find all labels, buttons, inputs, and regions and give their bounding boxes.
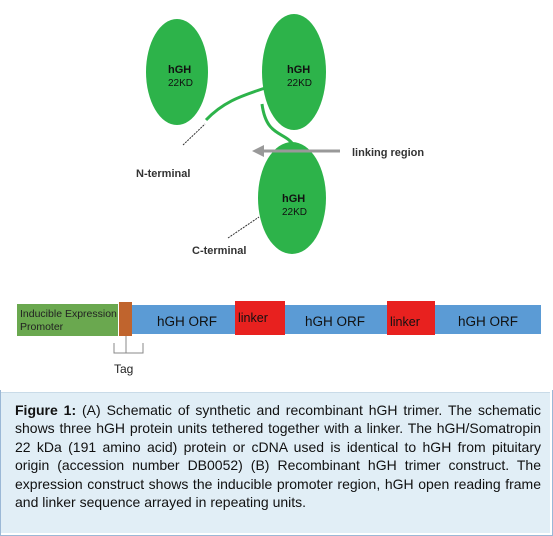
tag-label: Tag	[114, 362, 133, 376]
caption-box: Figure 1: (A) Schematic of synthetic and…	[1, 392, 550, 533]
linker-label-1: linker	[238, 311, 268, 325]
n-terminal-pointer	[182, 123, 206, 146]
linker-label-2: linker	[390, 315, 420, 329]
promoter-label-line1: Inducible Expression	[20, 308, 117, 320]
hgh-unit-3-name: hGH	[282, 193, 305, 205]
caption-text: (A) Schematic of synthetic and recombina…	[15, 402, 541, 511]
orf-label-2: hGH ORF	[305, 314, 365, 329]
orf-block-3	[435, 305, 541, 334]
promoter-block	[17, 304, 118, 336]
orf-label-3: hGH ORF	[458, 314, 518, 329]
hgh-unit-2	[262, 14, 326, 130]
hgh-unit-3-size: 22KD	[282, 207, 307, 218]
orf-block-2	[285, 305, 387, 334]
c-terminal-label: C-terminal	[192, 245, 246, 257]
hgh-unit-1-name: hGH	[168, 64, 191, 76]
hgh-unit-1-size: 22KD	[168, 78, 193, 89]
hgh-unit-2-size: 22KD	[287, 78, 312, 89]
linker-block-1	[235, 301, 285, 335]
tag-block	[119, 302, 132, 336]
figure-caption: Figure 1: (A) Schematic of synthetic and…	[15, 401, 541, 511]
figure-area: hGH 22KD hGH 22KD hGH 22KD N-terminal C-…	[17, 14, 541, 376]
n-terminal-label: N-terminal	[136, 168, 190, 180]
figure-svg: hGH 22KD hGH 22KD hGH 22KD N-terminal C-…	[17, 14, 541, 376]
hgh-unit-3	[258, 142, 326, 254]
hgh-unit-2-name: hGH	[287, 64, 310, 76]
linking-region-arrowhead	[252, 145, 264, 157]
caption-label: Figure 1:	[15, 402, 77, 418]
tag-bracket	[113, 343, 144, 354]
linker-1-2	[204, 86, 266, 122]
hgh-unit-1	[146, 19, 208, 125]
promoter-label-line2: Promoter	[20, 321, 64, 333]
orf-label-1: hGH ORF	[157, 314, 217, 329]
linking-region-label: linking region	[352, 147, 424, 159]
c-terminal-pointer	[227, 216, 260, 239]
orf-block-1	[132, 305, 235, 334]
linker-block-2	[387, 301, 435, 335]
